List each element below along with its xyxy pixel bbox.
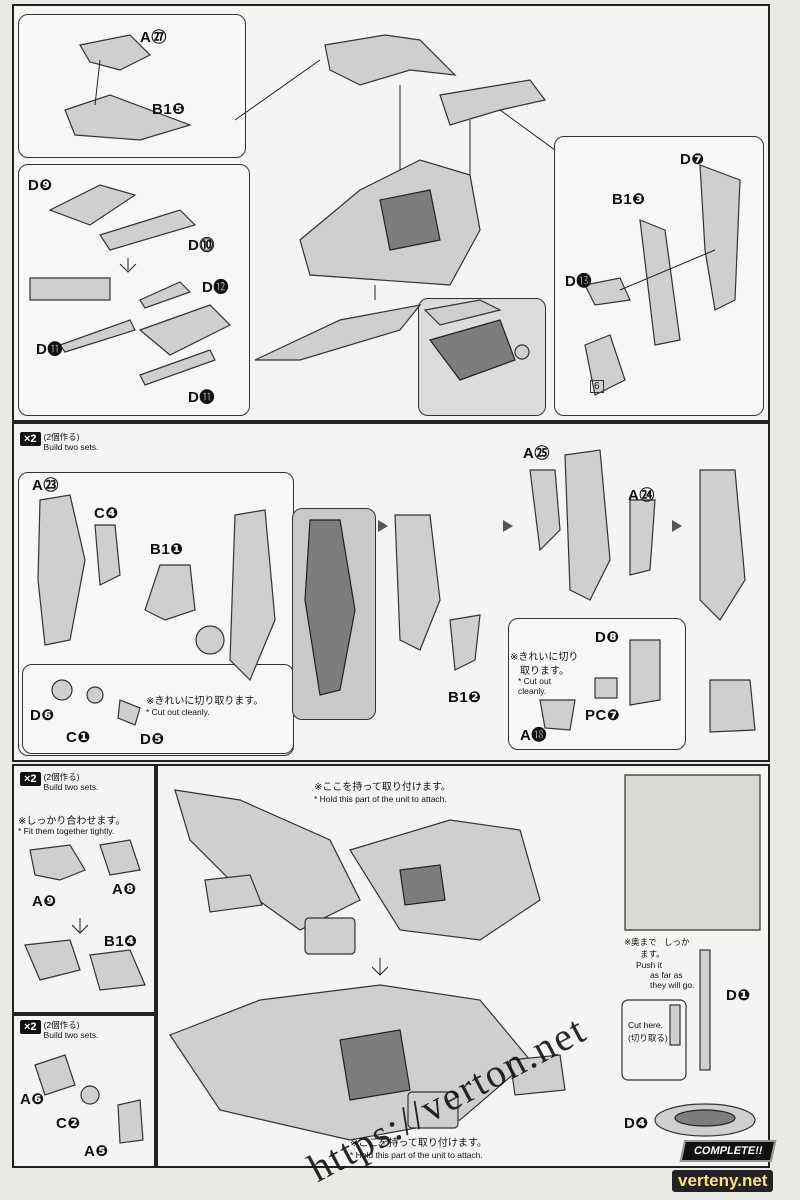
cut-cleanly-note2-en2: cleanly. bbox=[518, 686, 547, 696]
hold-note-bottom-en: * Hold this part of the unit to attach. bbox=[350, 1150, 483, 1160]
cut-cleanly-note2-en: * Cut out bbox=[518, 676, 552, 686]
partial-note-2: しっか bbox=[664, 937, 690, 947]
partial-note-1: ※奥まで bbox=[624, 937, 657, 947]
corner-site-mark: verteny.net bbox=[672, 1170, 774, 1192]
part-label-d11-top: D⓫ bbox=[36, 341, 63, 358]
part-label-b15: B1❺ bbox=[152, 101, 186, 118]
build-two-sets-badge-3: ×2 (2個作る)Build two sets. bbox=[20, 1020, 98, 1040]
part-label-a8: A❽ bbox=[112, 881, 137, 898]
gate-number: 6 bbox=[590, 380, 604, 393]
part-label-pc7: PC❼ bbox=[585, 707, 621, 724]
build-two-sets-badge: ×2 (2個作る)Build two sets. bbox=[20, 432, 98, 452]
cut-cleanly-note2-jp: ※きれいに切り bbox=[510, 652, 579, 663]
part-label-d1: D❶ bbox=[726, 987, 751, 1004]
complete-banner: COMPLETE!! bbox=[679, 1140, 777, 1162]
fit-tightly-note-en: * Fit them together tightly. bbox=[18, 826, 115, 836]
section2-artwork bbox=[37, 449, 756, 733]
part-label-a9: A❾ bbox=[32, 893, 57, 910]
cut-here-en: Cut here. bbox=[628, 1020, 663, 1030]
part-label-d10: D⓾ bbox=[188, 237, 215, 254]
part-label-b13: B1❸ bbox=[612, 191, 646, 208]
cut-cleanly-note2-jp2: 取ります。 bbox=[520, 666, 569, 677]
partial-note-5: as far as bbox=[650, 970, 683, 980]
part-label-a5: A❺ bbox=[84, 1143, 109, 1160]
part-label-a25: A㉕ bbox=[523, 445, 550, 462]
cut-cleanly-note-jp: ※きれいに切り取ります。 bbox=[146, 696, 264, 707]
build-two-sets-badge-2: ×2 (2個作る)Build two sets. bbox=[20, 772, 98, 792]
part-label-d7: D❼ bbox=[680, 151, 705, 168]
part-label-d12: D⓬ bbox=[202, 279, 229, 296]
partial-note-6: they will go. bbox=[650, 980, 695, 990]
part-label-a24: A㉔ bbox=[628, 487, 655, 504]
part-label-b11: B1❶ bbox=[150, 541, 184, 558]
fit-tightly-note-jp: ※しっかり合わせます。 bbox=[18, 816, 126, 827]
hold-note-top-en: * Hold this part of the unit to attach. bbox=[314, 794, 447, 804]
part-label-a6: A❻ bbox=[20, 1091, 45, 1108]
part-label-d6: D❻ bbox=[30, 707, 55, 724]
part-label-d9: D❾ bbox=[28, 177, 53, 194]
hold-note-bottom-jp: ※ここを持って取り付けます。 bbox=[350, 1138, 487, 1149]
part-label-c4: C❹ bbox=[94, 505, 119, 522]
part-label-d11-bottom: D⓫ bbox=[188, 389, 215, 406]
part-label-b14: B1❹ bbox=[104, 933, 138, 950]
hold-note-top-jp: ※ここを持って取り付けます。 bbox=[314, 782, 451, 793]
part-label-c2: C❷ bbox=[56, 1115, 81, 1132]
partial-note-3: ます。 bbox=[640, 949, 665, 959]
partial-note-4: Push it bbox=[636, 960, 662, 970]
part-label-a23: A㉓ bbox=[32, 477, 59, 494]
part-label-d8: D❽ bbox=[595, 629, 620, 646]
section1-artwork bbox=[29, 34, 741, 396]
part-label-d4: D❹ bbox=[624, 1115, 649, 1132]
cut-here-jp: (切り取る) bbox=[628, 1033, 668, 1043]
step-panel-3 bbox=[12, 764, 156, 1014]
part-label-b12: B1❷ bbox=[448, 689, 482, 706]
cut-cleanly-note-en: * Cut out cleanly. bbox=[146, 707, 210, 717]
part-label-c1: C❶ bbox=[66, 729, 91, 746]
part-label-d13: D⓭ bbox=[565, 273, 592, 290]
part-label-a27: A㉗ bbox=[140, 29, 167, 46]
part-label-a18: A⓲ bbox=[520, 727, 547, 744]
part-label-d5: D❺ bbox=[140, 731, 165, 748]
